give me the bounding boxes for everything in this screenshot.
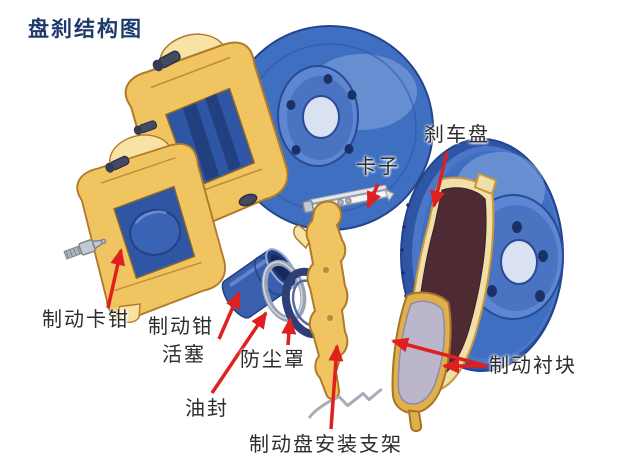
label-brake-caliper: 制动卡钳 [42, 307, 130, 331]
label-caliper-piston-line2: 活塞 [162, 342, 206, 366]
cylinder-bore-dome [129, 209, 182, 256]
caliper-guide-pin [152, 50, 181, 72]
label-brake-disc: 刹车盘 [424, 122, 490, 146]
label-caliper-piston-line1: 制动钳 [148, 314, 214, 338]
arrow-clip [366, 183, 381, 209]
page-title: 盘刹结构图 [28, 17, 143, 41]
label-clip: 卡子 [356, 154, 400, 178]
pad-spring-clip [308, 388, 383, 419]
arrow-oil-seal [210, 311, 268, 394]
front-disc-bolt-holes [286, 74, 357, 155]
label-mounting-bracket: 制动盘安装支架 [249, 432, 403, 456]
bleeder-screw [63, 238, 107, 260]
caliper-guide-pin [133, 120, 158, 136]
label-dust-cover: 防尘罩 [240, 347, 306, 371]
arrow-dust-cover [281, 317, 297, 346]
arrow-caliper-piston [217, 291, 241, 340]
arrow-brake-pad-outer [391, 337, 488, 368]
callout-arrows [106, 151, 488, 430]
caliper-guide-pin [105, 155, 130, 173]
arrow-mounting-bracket [328, 344, 344, 430]
label-oil-seal: 油封 [185, 396, 229, 420]
brake-pad-inner [391, 291, 452, 433]
arrow-brake-caliper [106, 248, 126, 309]
label-brake-pads: 制动衬块 [489, 353, 577, 377]
arrow-brake-disc [430, 151, 449, 208]
hub-center-bore [500, 239, 538, 285]
